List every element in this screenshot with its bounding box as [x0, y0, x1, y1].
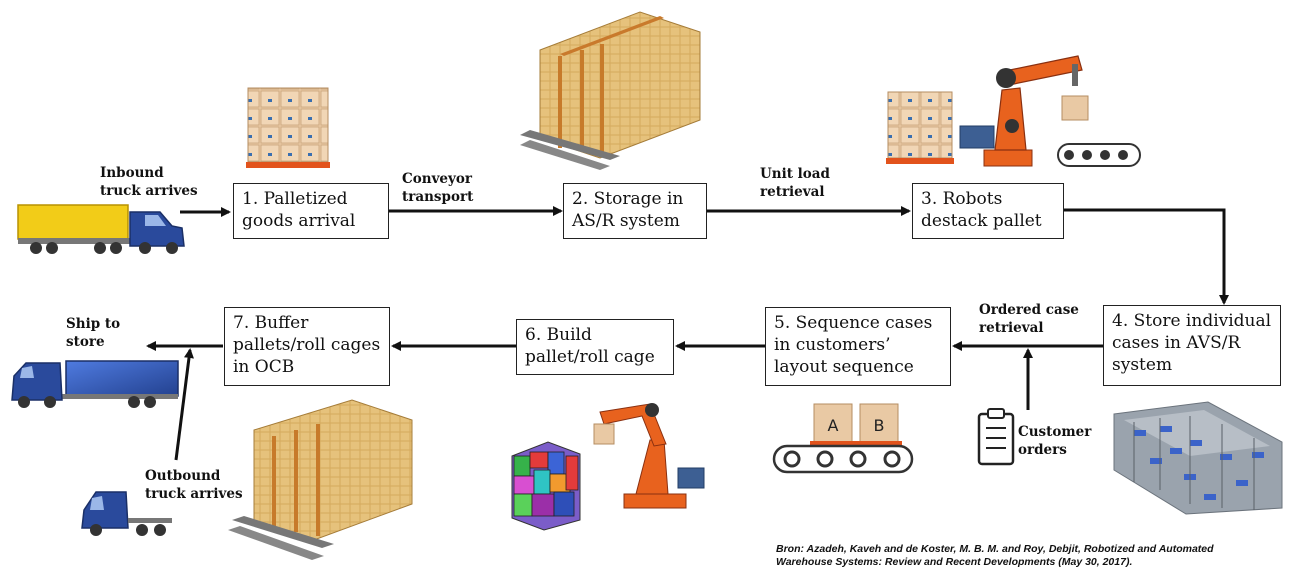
- step-7-line-2: pallets/roll cages: [233, 335, 381, 355]
- ocb-rack-icon: [228, 399, 413, 560]
- build-pallet-icon: [511, 403, 705, 531]
- source-credit: Bron: Azadeh, Kaveh and de Koster, M. B.…: [776, 543, 1214, 569]
- asrs-rack-icon: [520, 11, 701, 170]
- arrow-outbound: [174, 348, 194, 461]
- credit-line-1: Bron: Azadeh, Kaveh and de Koster, M. B.…: [776, 543, 1214, 555]
- step-7-line-3: in OCB: [233, 357, 295, 377]
- step-6-box: 6. Build pallet/roll cage: [516, 319, 674, 375]
- step-5-box: 5. Sequence cases in customers’ layout s…: [765, 307, 951, 386]
- pallet-cartons-icon: [246, 87, 330, 168]
- case-a-label: A: [828, 416, 839, 435]
- conveyor-label-line-1: Conveyor: [402, 171, 472, 187]
- step-7-box: 7. Buffer pallets/roll cages in OCB: [224, 307, 390, 386]
- outbound-trailer-truck-icon: [11, 360, 179, 408]
- ship-to-store-label-line-1: Ship to: [66, 316, 121, 332]
- ordered-case-label-line-1: Ordered case: [979, 302, 1079, 318]
- step-1-line-1: 1. Palletized: [242, 189, 348, 209]
- unit-load-label-line-1: Unit load: [760, 166, 830, 182]
- step-5-line-1: 5. Sequence cases: [774, 313, 933, 333]
- conveyor-label-line-2: transport: [402, 189, 474, 205]
- step-6-line-1: 6. Build: [525, 325, 592, 345]
- step-3-line-2: destack pallet: [921, 211, 1042, 231]
- customer-orders-label-line-2: orders: [1018, 442, 1067, 458]
- arrow-3-4: [1064, 208, 1229, 305]
- step-4-line-1: 4. Store individual: [1112, 311, 1272, 331]
- credit-line-2: Warehouse Systems: Review and Recent Dev…: [776, 556, 1133, 568]
- step-4-line-3: system: [1112, 355, 1173, 375]
- conveyor-label: Conveyor transport: [402, 170, 473, 206]
- inbound-truck-icon: [17, 204, 185, 254]
- step-1-line-2: goods arrival: [242, 211, 356, 231]
- case-b-label: B: [874, 416, 885, 435]
- sequence-conveyor-icon: [772, 403, 914, 474]
- inbound-label: Inbound truck arrives: [100, 164, 198, 200]
- outbound-label: Outbound truck arrives: [145, 467, 243, 503]
- avsr-system-icon: [1113, 401, 1283, 515]
- customer-orders-label: Customer orders: [1018, 423, 1091, 459]
- flow-arrows: [146, 206, 1229, 461]
- step-4-box: 4. Store individual cases in AVS/R syste…: [1103, 305, 1281, 386]
- step-1-box: 1. Palletized goods arrival: [233, 183, 389, 239]
- ordered-case-label-line-2: retrieval: [979, 320, 1044, 336]
- inbound-label-line-2: truck arrives: [100, 183, 198, 199]
- ordered-case-label: Ordered case retrieval: [979, 301, 1079, 337]
- clipboard-icon: [977, 408, 1015, 466]
- outbound-label-line-2: truck arrives: [145, 486, 243, 502]
- destack-robot-icon: [886, 55, 1141, 167]
- step-4-line-2: cases in AVS/R: [1112, 333, 1241, 353]
- outbound-cab-icon: [81, 491, 172, 536]
- step-7-line-1: 7. Buffer: [233, 313, 309, 333]
- unit-load-label-line-2: retrieval: [760, 184, 825, 200]
- step-3-box: 3. Robots destack pallet: [912, 183, 1064, 239]
- step-3-line-1: 3. Robots: [921, 189, 1003, 209]
- ship-to-store-label: Ship to store: [66, 315, 120, 351]
- unit-load-label: Unit load retrieval: [760, 165, 830, 201]
- step-6-line-2: pallet/roll cage: [525, 347, 655, 367]
- ship-to-store-label-line-2: store: [66, 334, 105, 350]
- inbound-label-line-1: Inbound: [100, 165, 164, 181]
- step-5-line-2: in customers’: [774, 335, 891, 355]
- step-5-line-3: layout sequence: [774, 357, 914, 377]
- step-2-line-2: AS/R system: [572, 211, 680, 231]
- customer-orders-label-line-1: Customer: [1018, 424, 1092, 440]
- step-2-line-1: 2. Storage in: [572, 189, 684, 209]
- step-2-box: 2. Storage in AS/R system: [563, 183, 707, 239]
- outbound-label-line-1: Outbound: [145, 468, 221, 484]
